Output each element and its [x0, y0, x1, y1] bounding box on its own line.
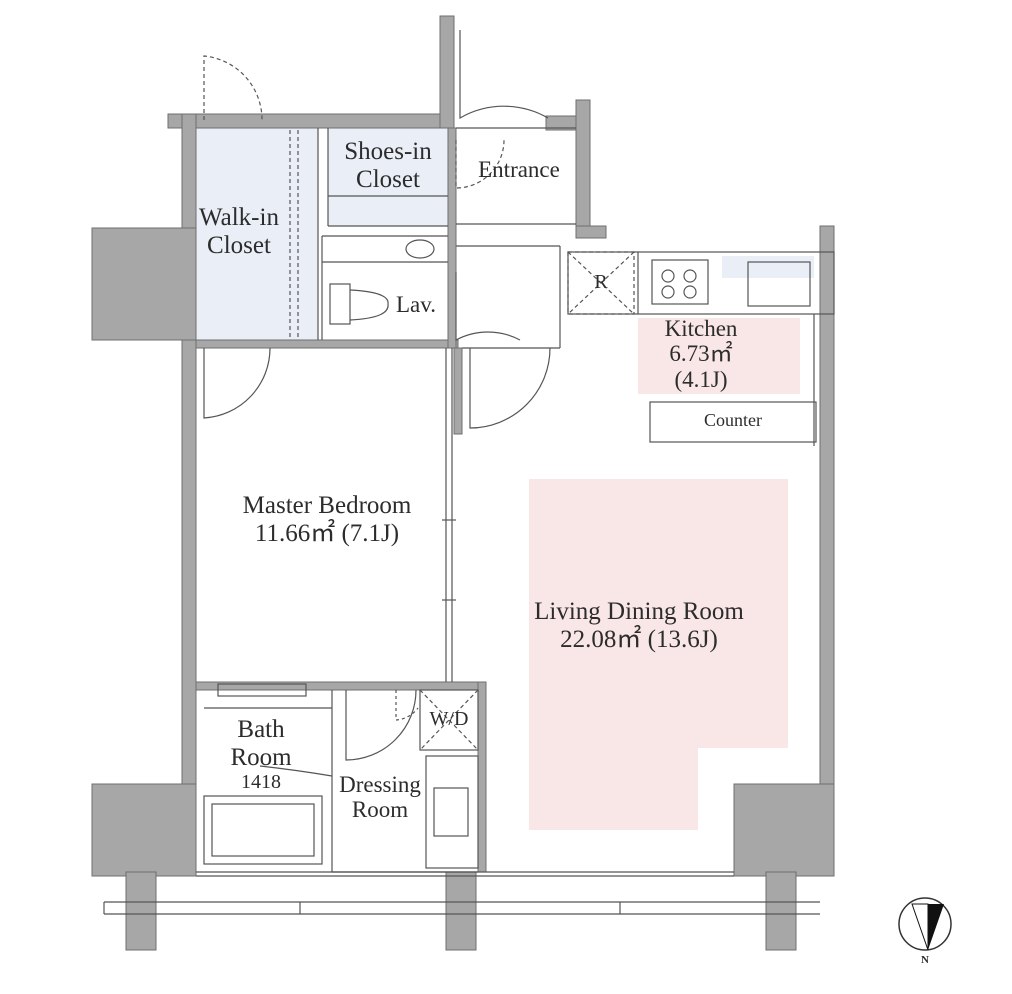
master-bedroom-area: 11.66㎡ (7.1J)	[254, 519, 400, 547]
lavatory-label: Lav.	[395, 292, 436, 317]
compass-n-label: N	[921, 954, 929, 966]
wall-bath-top	[195, 681, 487, 691]
column-left-lower	[91, 783, 197, 877]
kitchen-jo: (4.1J)	[674, 366, 728, 392]
walk-in-closet-line1: Walk-in	[199, 204, 279, 231]
master-bedroom-label: Master Bedroom 11.66㎡ (7.1J)	[210, 492, 444, 547]
living-dining-label: Living Dining Room 22.08㎡ (13.6J)	[500, 598, 778, 653]
north-compass	[898, 897, 952, 951]
shoes-in-closet-label: Shoes-in Closet	[332, 138, 444, 193]
bath-room-line1: Bath	[237, 716, 285, 743]
ldk-fills	[529, 318, 800, 830]
column-right-lower	[733, 783, 835, 877]
walk-in-closet-label: Walk-in Closet	[192, 204, 286, 259]
dressing-room-line2: Room	[351, 797, 409, 823]
living-dining-area: 22.08㎡ (13.6J)	[560, 625, 718, 653]
dressing-room-label: Dressing Room	[334, 772, 426, 823]
wall-right	[819, 225, 835, 873]
wall-top-wic	[167, 113, 449, 129]
kitchen-name: Kitchen	[664, 316, 738, 341]
post-left	[125, 871, 157, 951]
wall-bed-ldk-stub	[453, 347, 463, 435]
shoes-in-closet-line1: Shoes-in	[344, 138, 432, 165]
thin-lines	[103, 30, 835, 915]
bath-room-line2: Room	[230, 743, 292, 771]
walls	[91, 15, 835, 951]
compass-needle-light	[911, 903, 929, 951]
kitchen-area: 6.73㎡	[669, 341, 733, 367]
bath-room-label: Bath Room 1418	[214, 716, 308, 793]
walk-in-closet-line2: Closet	[207, 231, 271, 259]
wall-wd-right	[477, 681, 487, 873]
wall-wic-bottom	[195, 339, 459, 349]
living-dining-fill	[529, 479, 788, 830]
shoes-in-closet-line2: Closet	[356, 165, 420, 193]
column-left-upper	[91, 227, 197, 341]
living-dining-name: Living Dining Room	[534, 598, 744, 625]
refrigerator-label: R	[594, 271, 608, 293]
shoes-in-closet-fill	[328, 128, 448, 226]
wall-lav-right	[447, 127, 457, 349]
wall-step	[575, 225, 607, 239]
counter-label: Counter	[704, 410, 762, 430]
kitchen-label: Kitchen 6.73㎡ (4.1J)	[636, 316, 766, 392]
master-bedroom-name: Master Bedroom	[242, 492, 412, 519]
wall-entrance-left	[439, 15, 455, 129]
dressing-room-line1: Dressing	[339, 772, 421, 797]
sink-fill	[722, 256, 814, 278]
wall-entrance-right-v	[575, 99, 591, 231]
bath-room-size: 1418	[241, 771, 281, 793]
washer-dryer-label: W/D	[429, 708, 469, 730]
kitchen-fill	[638, 318, 800, 394]
entrance-label: Entrance	[478, 157, 560, 182]
post-right	[765, 871, 797, 951]
post-mid	[445, 871, 477, 951]
